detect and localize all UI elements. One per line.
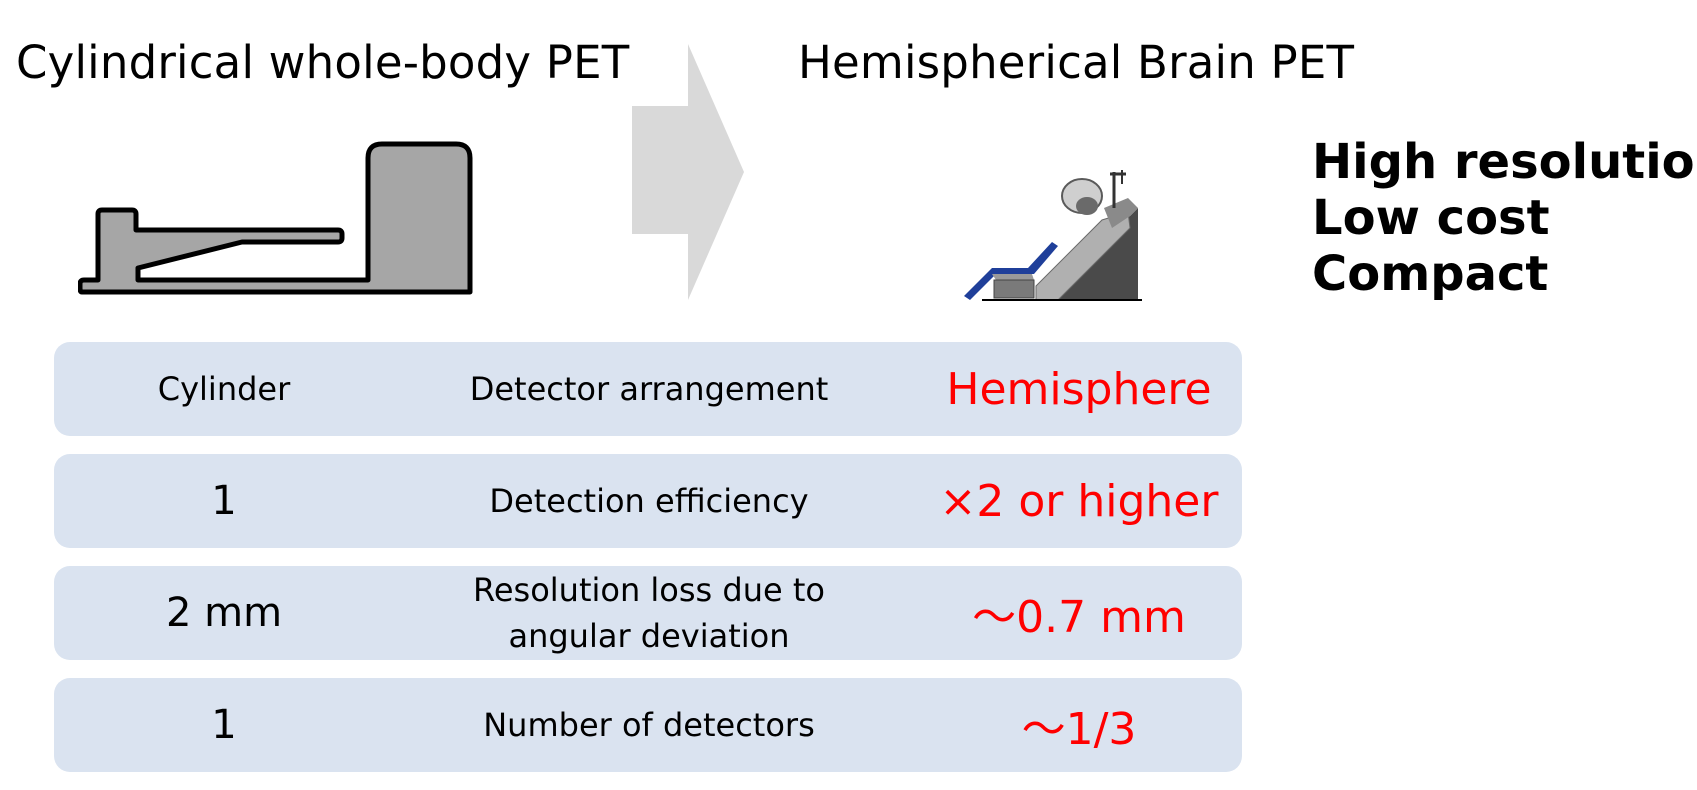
advantages-list: High resolution Low cost Compact — [1312, 134, 1697, 302]
hemispherical-value: ～1/3 — [1021, 704, 1137, 755]
advantage-item: High resolution — [1312, 134, 1697, 190]
hemispherical-pet-title: Hemispherical Brain PET — [798, 36, 1355, 89]
advantage-item: Low cost — [1312, 190, 1550, 246]
table-row: 1 Detection efficiency ×2 or higher — [54, 454, 1242, 548]
hemispherical-value: ～0.7 mm — [972, 592, 1186, 643]
cylindrical-value: 1 — [211, 702, 237, 748]
cylindrical-value: 1 — [211, 478, 237, 524]
right-arrow-icon — [632, 44, 744, 300]
cylindrical-value: 2 mm — [165, 590, 283, 636]
metric-label-line: angular deviation — [508, 617, 790, 655]
table-row: 2 mm Resolution loss due to angular devi… — [54, 566, 1242, 660]
metric-label: Number of detectors — [483, 706, 815, 744]
table-row: Cylinder Detector arrangement Hemisphere — [54, 342, 1242, 436]
metric-label-line: Resolution loss due to — [473, 571, 825, 609]
metric-label: Detection efficiency — [489, 482, 809, 520]
comparison-table: Cylinder Detector arrangement Hemisphere… — [54, 342, 1242, 790]
metric-label: Resolution loss due to angular deviation — [434, 566, 864, 660]
cylindrical-pet-scanner-icon — [77, 140, 475, 300]
hemispherical-value: ×2 or higher — [939, 475, 1219, 527]
advantage-item: Compact — [1312, 246, 1549, 302]
metric-label: Detector arrangement — [469, 370, 829, 408]
hemispherical-value: Hemisphere — [946, 363, 1212, 415]
cylindrical-value: Cylinder — [157, 370, 291, 408]
cylindrical-pet-title: Cylindrical whole-body PET — [16, 36, 630, 89]
table-row: 1 Number of detectors ～1/3 — [54, 678, 1242, 772]
hemispherical-brain-pet-icon — [962, 168, 1148, 302]
